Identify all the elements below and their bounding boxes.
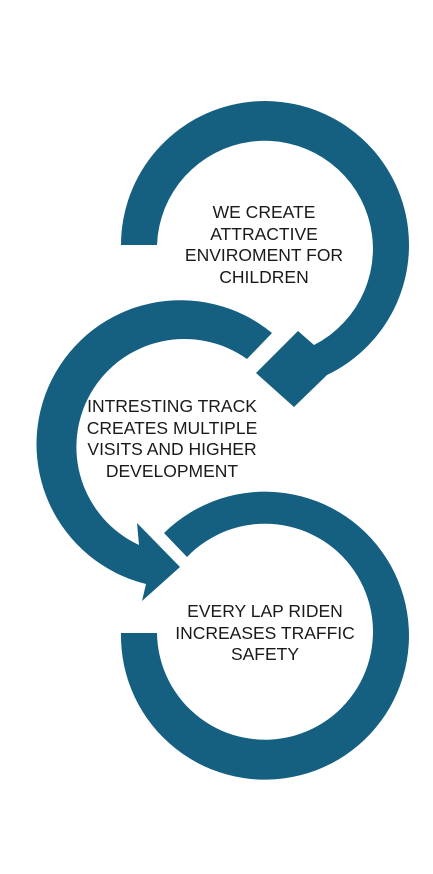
step-3-line-3: SAFETY	[230, 644, 300, 664]
step-2-line-3: VISITS AND HIGHER	[87, 439, 257, 459]
step-1-line-1: WE CREATE	[212, 202, 316, 222]
step-2-text: INTRESTING TRACK CREATES MULTIPLE VISITS…	[72, 396, 272, 482]
step-3-line-2: INCREASES TRAFFIC	[175, 622, 355, 643]
step-3-text: EVERY LAP RIDEN INCREASES TRAFFIC SAFETY	[170, 601, 360, 666]
step-1-text: WE CREATE ATTRACTIVE ENVIROMENT FOR CHIL…	[176, 202, 352, 288]
top-ring-arrow	[121, 101, 409, 407]
step-3-line-1: EVERY LAP RIDEN	[187, 601, 343, 621]
step-1-line-2: ATTRACTIVE	[210, 223, 318, 244]
step-1-line-3: ENVIROMENT FOR	[184, 245, 344, 265]
middle-ring-arrow	[36, 300, 272, 601]
step-2-line-1: INTRESTING TRACK	[87, 396, 257, 416]
step-2-line-2: CREATES MULTIPLE	[86, 417, 258, 438]
step-1-line-4: CHILDREN	[219, 266, 309, 287]
step-2-line-4: DEVELOPMENT	[105, 460, 239, 481]
